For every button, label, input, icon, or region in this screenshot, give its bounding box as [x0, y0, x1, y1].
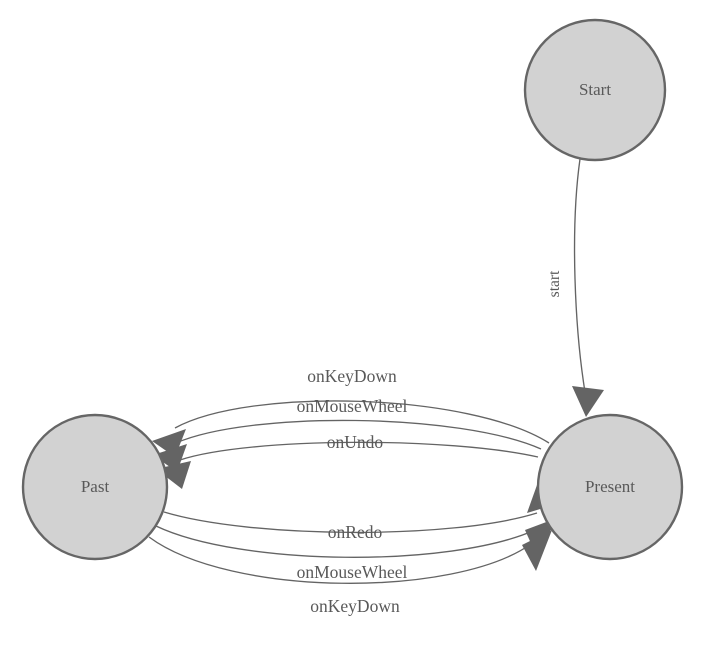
edge-past-to-present-onkeydown[interactable]: onKeyDown — [148, 530, 552, 616]
edge-start-to-present[interactable]: start — [546, 158, 604, 417]
edge-start-to-present-path — [573, 158, 586, 393]
edge-past-to-present-onredo[interactable]: onRedo — [163, 485, 560, 542]
edge-past-to-present-onmousewheel-path — [155, 525, 536, 558]
node-start-circle — [523, 18, 667, 162]
node-start[interactable]: Start — [523, 18, 667, 162]
node-present[interactable]: Present — [536, 413, 684, 561]
edge-label-present-past-onkeydown: onKeyDown — [307, 366, 397, 386]
edge-present-to-past-onundo[interactable]: onUndo — [156, 432, 539, 489]
edge-present-to-past-onkeydown-path — [174, 400, 550, 444]
node-past[interactable]: Past — [21, 413, 169, 561]
edge-label-past-present-onredo: onRedo — [328, 522, 383, 542]
node-past-label: Past — [81, 477, 110, 496]
edge-start-to-present-arrowhead — [572, 386, 604, 417]
edge-present-to-past-onundo-path — [179, 441, 539, 461]
edge-past-to-present-onkeydown-arrowhead — [522, 530, 552, 571]
edge-label-past-present-onmousewheel: onMouseWheel — [297, 562, 408, 582]
node-start-label: Start — [579, 80, 611, 99]
edge-present-to-past-onmousewheel-path — [175, 419, 542, 450]
node-present-label: Present — [585, 477, 635, 496]
edge-label-present-past-onmousewheel: onMouseWheel — [297, 396, 408, 416]
node-past-circle — [21, 413, 169, 561]
edge-label-present-past-onundo: onUndo — [327, 432, 384, 452]
edge-label-start: start — [546, 270, 563, 297]
node-present-circle — [536, 413, 684, 561]
edge-past-to-present-onredo-path — [163, 511, 538, 534]
edge-past-to-present-onkeydown-path — [148, 536, 532, 584]
edge-label-past-present-onkeydown: onKeyDown — [310, 596, 400, 616]
